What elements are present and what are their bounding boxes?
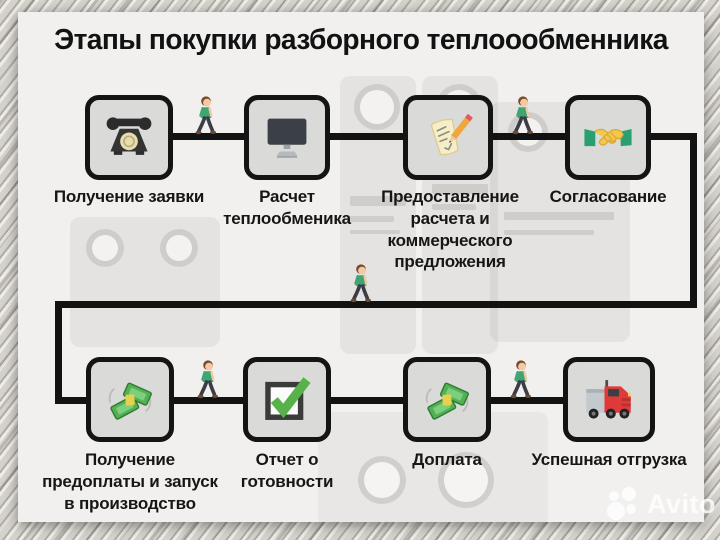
connector-down-right	[690, 133, 697, 308]
step-box-shipment	[563, 357, 655, 442]
step-box-request	[85, 95, 173, 180]
walking-person-icon	[510, 360, 531, 399]
connector-return	[55, 301, 697, 308]
step-label: Доплата	[412, 450, 482, 469]
step-box-agreement	[565, 95, 651, 180]
walking-person-icon	[350, 264, 371, 303]
step-box-calculation	[244, 95, 330, 180]
walking-person-icon	[197, 360, 218, 399]
step-label: Получение заявки	[53, 187, 205, 206]
step-label: Отчет о готовности	[240, 450, 334, 491]
step-label: Успешная отгрузка	[531, 450, 687, 469]
faded-product-photo	[70, 217, 220, 347]
page-title: Этапы покупки разборного теплоообменника	[54, 24, 668, 56]
step-label: Предоставление расчета и коммерческого п…	[381, 187, 519, 272]
monitor-icon	[267, 118, 307, 158]
truck-icon	[586, 379, 631, 419]
handshake-icon	[584, 128, 632, 146]
connector-down-left	[55, 301, 62, 404]
money-icon	[425, 382, 469, 420]
walking-person-icon	[195, 96, 216, 135]
connector-row2	[55, 397, 655, 404]
checkbox-check-icon	[265, 376, 311, 420]
step-box-readiness	[243, 357, 331, 442]
step-box-prepayment	[86, 357, 174, 442]
step-label: Расчет теплообменика	[223, 187, 351, 228]
step-label: Получение предоплаты и запуск в производ…	[42, 450, 218, 513]
avito-watermark-text: Avito	[647, 488, 716, 519]
avito-watermark: Avito	[604, 486, 716, 522]
step-label: Согласование	[549, 187, 667, 206]
phone-icon	[106, 116, 152, 155]
infographic-panel: Этапы покупки разборного теплоообменника	[18, 12, 704, 527]
step-box-proposal	[403, 95, 493, 180]
step-box-surcharge	[403, 357, 491, 442]
document-pencil-icon	[430, 113, 473, 155]
walking-person-icon	[512, 96, 533, 135]
avito-logo-icon	[607, 487, 636, 520]
money-icon	[108, 382, 152, 420]
